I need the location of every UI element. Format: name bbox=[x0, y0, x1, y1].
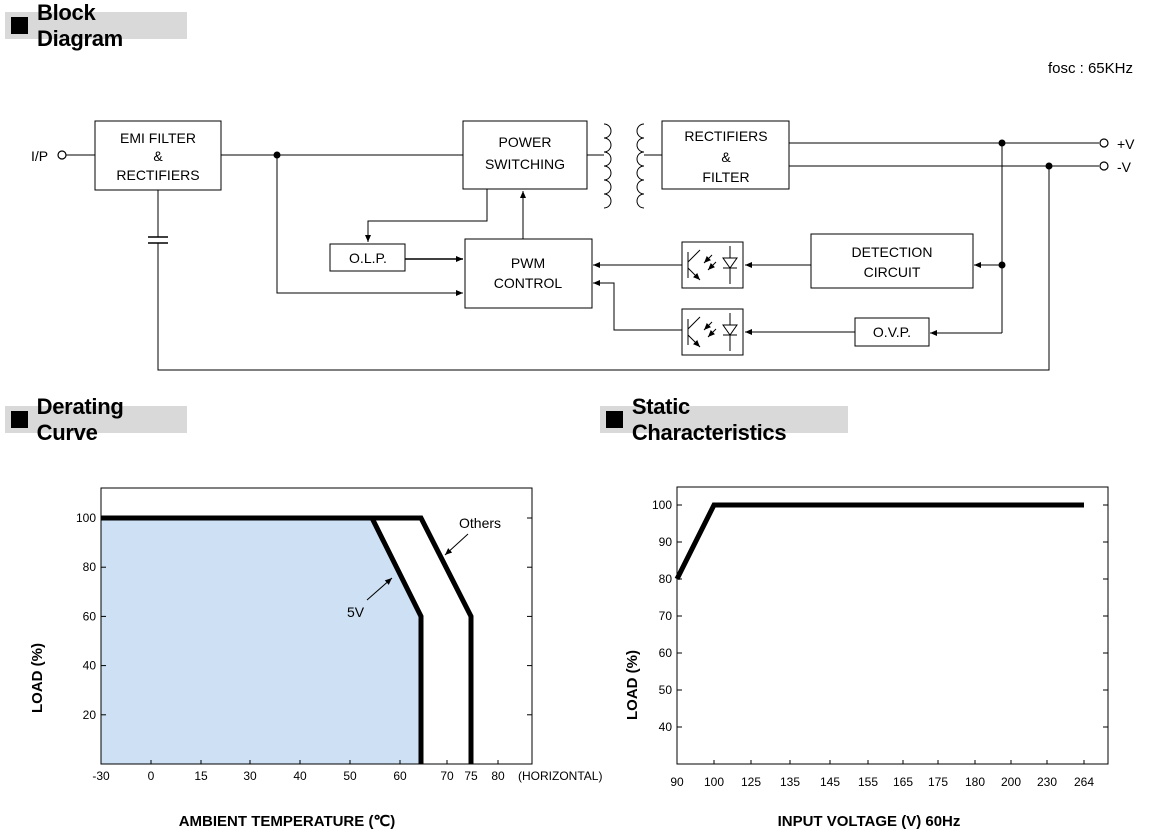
ovp-label: O.V.P. bbox=[873, 324, 911, 340]
output-negative-label: -V bbox=[1117, 159, 1132, 175]
detection-circuit-block bbox=[810, 233, 974, 289]
section-title: Block Diagram bbox=[36, 0, 123, 51]
y-tick-label: 100 bbox=[652, 498, 672, 512]
y-tick-label: 50 bbox=[659, 683, 673, 697]
transformer-icon bbox=[587, 123, 662, 209]
power-switching-label-2: SWITCHING bbox=[485, 156, 565, 172]
x-tick-label: 15 bbox=[194, 769, 208, 783]
junction-dot bbox=[1045, 162, 1053, 170]
x-tick-label: 175 bbox=[928, 775, 948, 789]
input-terminal bbox=[57, 150, 67, 160]
y-tick-label: 40 bbox=[83, 659, 97, 673]
pwm-control-block bbox=[464, 238, 593, 309]
plot-frame bbox=[100, 487, 533, 765]
x-tick-label: -30 bbox=[92, 769, 110, 783]
wire bbox=[365, 189, 488, 242]
rectifiers-filter-label-2: & bbox=[721, 149, 731, 165]
output-terminal-negative bbox=[1099, 161, 1109, 171]
wire bbox=[157, 166, 1050, 371]
x-tick-label: 75 bbox=[464, 769, 478, 783]
series-line-load bbox=[674, 502, 1084, 581]
shaded-area-5v bbox=[101, 518, 421, 764]
x-tick-label: 100 bbox=[704, 775, 724, 789]
rectifiers-filter-label-1: RECTIFIERS bbox=[684, 128, 767, 144]
x-tick-label: 40 bbox=[293, 769, 307, 783]
x-axis-label: AMBIENT TEMPERATURE (℃) bbox=[179, 813, 396, 830]
x-tick-label: 264 bbox=[1074, 775, 1094, 789]
x-tick-label: 200 bbox=[1001, 775, 1021, 789]
section-header-static-characteristics: Static Characteristics bbox=[600, 394, 848, 445]
wire bbox=[593, 280, 682, 331]
emi-filter-label-3: RECTIFIERS bbox=[116, 167, 199, 183]
y-tick-label: 80 bbox=[83, 560, 97, 574]
x-tick-label: 155 bbox=[858, 775, 878, 789]
x-tick-label: 145 bbox=[820, 775, 840, 789]
emi-filter-block bbox=[94, 120, 222, 191]
power-switching-label-1: POWER bbox=[499, 134, 552, 150]
x-tick-label: 125 bbox=[741, 775, 761, 789]
section-title: Derating Curve bbox=[36, 393, 124, 445]
x-tick-label: 30 bbox=[243, 769, 257, 783]
y-tick-label: 80 bbox=[659, 572, 673, 586]
x-tick-label: 230 bbox=[1037, 775, 1057, 789]
emi-filter-label-1: EMI FILTER bbox=[120, 130, 196, 146]
series-label-5v: 5V bbox=[347, 604, 365, 620]
optocoupler-icon bbox=[681, 308, 744, 356]
x-axis-note: (HORIZONTAL) bbox=[518, 769, 602, 783]
y-tick-label: 60 bbox=[83, 609, 97, 623]
optocoupler-icon bbox=[681, 241, 744, 289]
section-header-derating-curve: Derating Curve bbox=[5, 394, 187, 445]
emi-filter-label-2: & bbox=[153, 148, 163, 164]
x-tick-label: 90 bbox=[670, 775, 684, 789]
fosc-label: fosc : 65KHz bbox=[1048, 60, 1133, 77]
x-tick-label: 180 bbox=[965, 775, 985, 789]
y-tick-label: 40 bbox=[659, 720, 673, 734]
x-tick-label: 70 bbox=[440, 769, 454, 783]
block-diagram: fosc : 65KHz I/P EMI FILTER & RECTIFIERS… bbox=[31, 60, 1135, 371]
section-header-block-diagram: Block Diagram bbox=[5, 0, 187, 51]
series-line-5v bbox=[101, 515, 424, 764]
y-tick-label: 100 bbox=[76, 511, 96, 525]
series-label-others: Others bbox=[459, 515, 501, 531]
output-positive-label: +V bbox=[1117, 136, 1135, 152]
y-tick-label: 20 bbox=[83, 708, 97, 722]
y-axis-label: LOAD (%) bbox=[29, 643, 46, 713]
plot-frame bbox=[676, 486, 1109, 765]
y-tick-label: 60 bbox=[659, 646, 673, 660]
detection-circuit-label-2: CIRCUIT bbox=[864, 264, 921, 280]
callout-arrow bbox=[366, 577, 393, 601]
square-bullet-icon bbox=[11, 17, 28, 34]
y-tick-label: 70 bbox=[659, 609, 673, 623]
olp-block bbox=[329, 243, 406, 272]
x-axis-label: INPUT VOLTAGE (V) 60Hz bbox=[778, 813, 961, 830]
x-tick-label: 80 bbox=[491, 769, 505, 783]
rectifiers-filter-block bbox=[661, 120, 790, 190]
x-tick-label: 50 bbox=[343, 769, 357, 783]
detection-circuit-label-1: DETECTION bbox=[852, 244, 933, 260]
square-bullet-icon bbox=[606, 411, 623, 428]
rectifiers-filter-label-3: FILTER bbox=[702, 169, 749, 185]
olp-label: O.L.P. bbox=[349, 250, 387, 266]
x-tick-label: 0 bbox=[148, 769, 155, 783]
y-tick-label: 90 bbox=[659, 535, 673, 549]
wire bbox=[276, 155, 463, 296]
x-tick-label: 60 bbox=[393, 769, 407, 783]
input-label: I/P bbox=[31, 148, 48, 164]
y-axis-label: LOAD (%) bbox=[624, 650, 641, 720]
square-bullet-icon bbox=[11, 411, 28, 428]
power-switching-block bbox=[462, 120, 588, 190]
series-line-others bbox=[101, 515, 474, 764]
callout-arrow bbox=[444, 533, 469, 556]
section-title: Static Characteristics bbox=[631, 393, 787, 445]
pwm-control-label-2: CONTROL bbox=[494, 275, 563, 291]
output-terminal-positive bbox=[1099, 138, 1109, 148]
x-tick-label: 135 bbox=[780, 775, 800, 789]
x-tick-label: 165 bbox=[893, 775, 913, 789]
pwm-control-label-1: PWM bbox=[511, 255, 545, 271]
